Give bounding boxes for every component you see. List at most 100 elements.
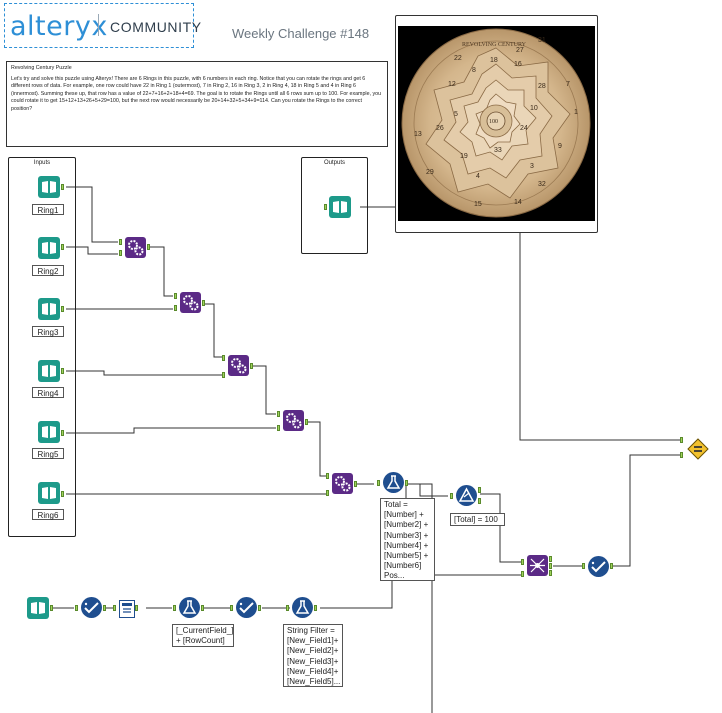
input-anchor[interactable] — [680, 437, 683, 443]
ring6-input-tool[interactable] — [38, 482, 60, 504]
puzzle-number: 4 — [476, 173, 480, 180]
output-anchor[interactable] — [202, 300, 205, 306]
select-tool-final[interactable] — [588, 556, 609, 577]
output-anchor[interactable] — [61, 244, 64, 250]
macro-tool-5[interactable] — [332, 473, 353, 494]
text-to-columns-tool[interactable] — [119, 600, 135, 618]
input-anchor[interactable] — [326, 473, 329, 479]
select-tool-1[interactable] — [81, 597, 102, 618]
input-anchor[interactable] — [680, 452, 683, 458]
community-label: COMMUNITY — [110, 19, 202, 35]
output-anchor[interactable] — [61, 491, 64, 497]
output-anchor[interactable] — [103, 605, 106, 611]
book-icon — [42, 365, 56, 377]
input-anchor[interactable] — [174, 305, 177, 311]
input-anchor[interactable] — [173, 605, 176, 611]
filter-tool[interactable] — [456, 485, 477, 506]
output-anchor[interactable] — [305, 419, 308, 425]
input-anchor[interactable] — [230, 605, 233, 611]
formula-string-filter-tool[interactable] — [292, 597, 313, 618]
macro-tool-2[interactable] — [180, 292, 201, 313]
input-anchor[interactable] — [521, 559, 524, 565]
macro-tool-3[interactable] — [228, 355, 249, 376]
puzzle-title-text: REVOLVING CENTURY — [462, 42, 527, 48]
output-anchor[interactable] — [549, 570, 552, 576]
input-anchor[interactable] — [222, 355, 225, 361]
output-anchor[interactable] — [61, 184, 64, 190]
triangle-filter-icon — [458, 487, 475, 502]
input-anchor[interactable] — [582, 563, 585, 569]
output-anchor[interactable] — [250, 363, 253, 369]
input-anchor[interactable] — [174, 293, 177, 299]
output-anchor[interactable] — [50, 605, 53, 611]
macro-tool-1[interactable] — [125, 237, 146, 258]
output-data-tool[interactable] — [329, 196, 351, 218]
puzzle-number: 9 — [558, 143, 562, 150]
description-body: Let's try and solve this puzzle using Al… — [11, 75, 382, 112]
checkmark-icon — [591, 561, 606, 573]
join-tool[interactable] — [527, 555, 548, 576]
input-anchor[interactable] — [286, 605, 289, 611]
input-anchor[interactable] — [119, 239, 122, 245]
puzzle-number: 18 — [490, 57, 498, 64]
select-tool-2[interactable] — [236, 597, 257, 618]
input-anchor[interactable] — [324, 204, 327, 210]
puzzle-number: 16 — [514, 61, 522, 68]
ring4-input-tool[interactable] — [38, 360, 60, 382]
output-anchor[interactable] — [258, 605, 261, 611]
output-anchor[interactable] — [354, 481, 357, 487]
output-anchor[interactable] — [147, 244, 150, 250]
puzzle-number: 8 — [472, 67, 476, 74]
gears-icon — [335, 476, 351, 492]
ring3-label: Ring3 — [32, 326, 64, 337]
outputs-container[interactable]: Outputs — [301, 157, 368, 254]
input-anchor[interactable] — [326, 490, 329, 496]
inputs-container-label: Inputs — [33, 160, 51, 166]
input-anchor[interactable] — [521, 571, 524, 577]
formula-string-annotation: String Filter = [New_Field1]+ [New_Field… — [283, 624, 343, 687]
book-icon — [42, 426, 56, 438]
input-anchor[interactable] — [113, 605, 116, 611]
gears-icon — [231, 358, 247, 374]
output-anchor[interactable] — [549, 556, 552, 562]
equals-diamond-icon — [687, 438, 709, 460]
input-anchor[interactable] — [222, 372, 225, 378]
puzzle-description-box[interactable]: Revolving Century Puzzle Let's try and s… — [6, 61, 388, 147]
inputs-container[interactable]: Inputs — [8, 157, 76, 537]
output-anchor[interactable] — [314, 605, 317, 611]
output-anchor[interactable] — [405, 480, 408, 486]
input-anchor[interactable] — [119, 250, 122, 256]
ring6-label: Ring6 — [32, 509, 64, 520]
outputs-container-label: Outputs — [323, 160, 345, 166]
output-anchor[interactable] — [201, 605, 204, 611]
puzzle-input-tool[interactable] — [27, 597, 49, 619]
macro-tool-4[interactable] — [283, 410, 304, 431]
puzzle-number: 3 — [530, 163, 534, 170]
alteryx-community-logo[interactable] — [4, 3, 194, 48]
message-tool[interactable] — [687, 438, 709, 460]
puzzle-number: 13 — [414, 131, 422, 138]
input-anchor[interactable] — [277, 425, 280, 431]
ring2-input-tool[interactable] — [38, 237, 60, 259]
output-anchor[interactable] — [61, 368, 64, 374]
input-anchor[interactable] — [75, 605, 78, 611]
formula-total-tool[interactable] — [383, 472, 404, 493]
true-anchor[interactable] — [478, 487, 481, 493]
ring1-label: Ring1 — [32, 204, 64, 215]
output-anchor[interactable] — [135, 605, 138, 611]
input-anchor[interactable] — [377, 480, 380, 486]
input-anchor[interactable] — [277, 411, 280, 417]
ring3-input-tool[interactable] — [38, 298, 60, 320]
output-anchor[interactable] — [549, 563, 552, 569]
puzzle-photo: 100 REVOLVING CENTURY 31 27 22 16 18 12 … — [398, 26, 595, 221]
ring5-input-tool[interactable] — [38, 421, 60, 443]
input-anchor[interactable] — [450, 493, 453, 499]
output-anchor[interactable] — [610, 563, 613, 569]
ring1-input-tool[interactable] — [38, 176, 60, 198]
output-anchor[interactable] — [61, 306, 64, 312]
false-anchor[interactable] — [478, 498, 481, 504]
output-anchor[interactable] — [61, 430, 64, 436]
formula-current-field-tool[interactable] — [179, 597, 200, 618]
puzzle-number: 27 — [516, 47, 524, 54]
flask-icon — [295, 600, 310, 614]
